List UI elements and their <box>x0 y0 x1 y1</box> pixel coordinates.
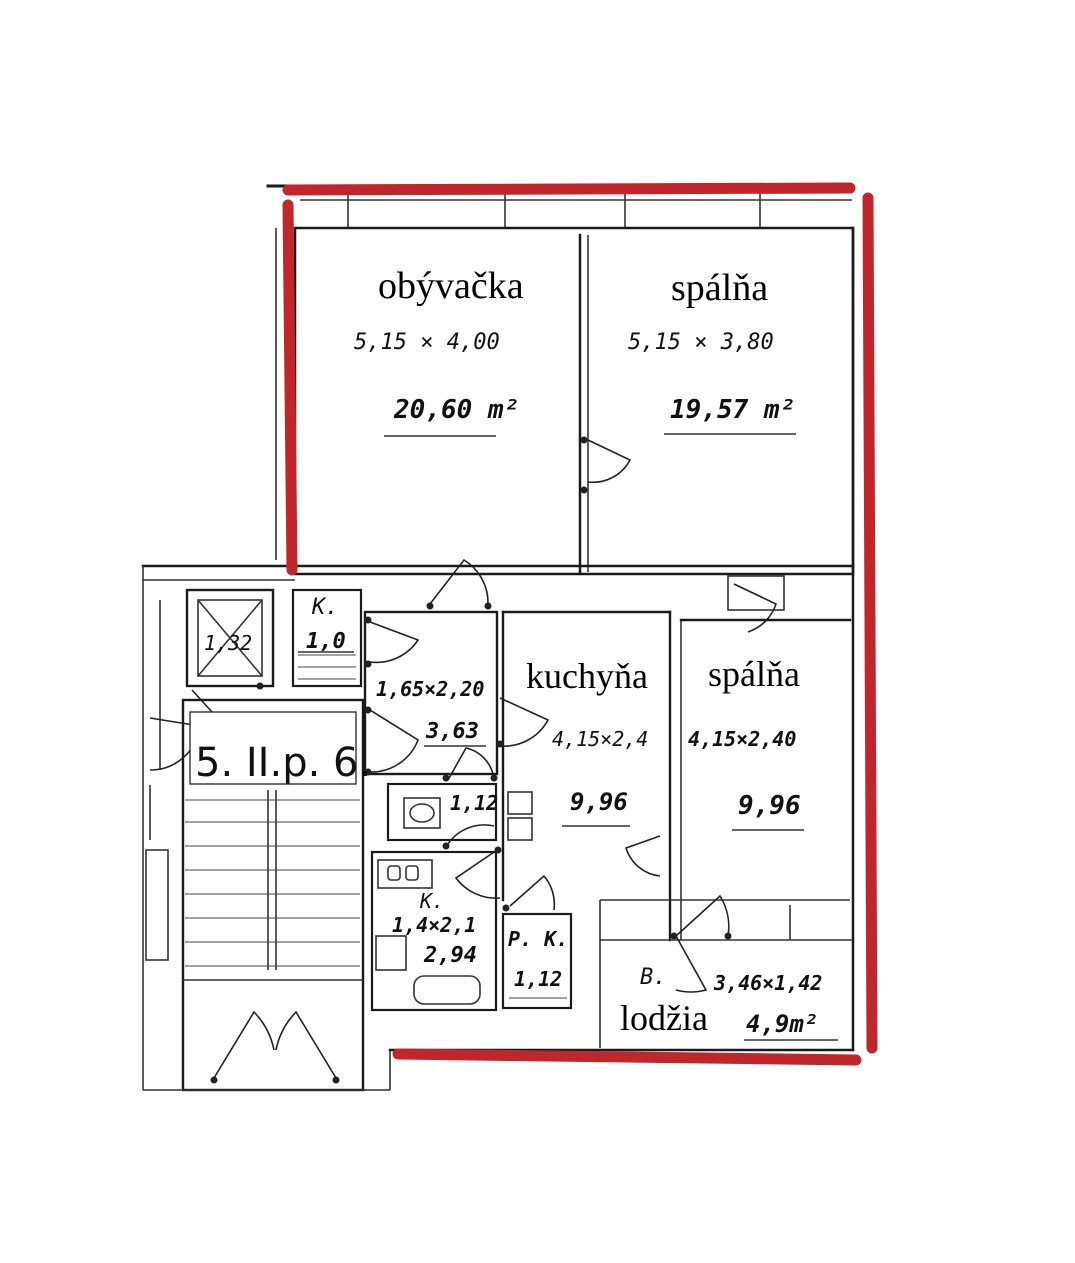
bath-area: 2,94 <box>423 943 477 968</box>
bedroom2-area: 9,96 <box>738 791 801 821</box>
bedroom1-dims: 5,15 × 3,80 <box>628 330 774 355</box>
landing-label: 5. II.p. 6. <box>195 740 371 786</box>
living-room-area: 20,60 m² <box>393 395 519 425</box>
bedroom1-name: spálňa <box>671 267 768 309</box>
loggia-dims: 3,46×1,42 <box>713 971 822 995</box>
bath-code: K. <box>419 889 444 913</box>
bedroom2-dims: 4,15×2,40 <box>688 727 796 751</box>
living-room-dims: 5,15 × 4,00 <box>354 330 500 355</box>
living-room-name: obývačka <box>378 265 524 307</box>
bedroom2-name: spálňa <box>708 654 800 694</box>
loggia-code: B. <box>640 965 667 990</box>
landing-box <box>189 711 357 785</box>
pantry-area: 1,12 <box>514 967 562 991</box>
walls <box>141 184 855 1092</box>
bedroom1-area: 19,57 m² <box>670 395 795 425</box>
kitchen-area: 9,96 <box>570 788 628 816</box>
hall-dims: 1,65×2,20 <box>376 677 484 701</box>
loggia-area: 4,9m² <box>746 1010 818 1038</box>
storage-area: 1,0 <box>306 629 346 654</box>
door-hinges <box>210 436 732 1084</box>
stair-treads <box>185 799 360 967</box>
kitchen-dims: 4,15×2,4 <box>552 727 648 751</box>
wc-area: 1,12 <box>450 791 498 815</box>
pantry-code: P. K. <box>508 927 568 951</box>
hall-area: 3,63 <box>425 719 479 744</box>
elevator-area: 1,32 <box>204 631 252 655</box>
loggia-name: lodžia <box>620 998 708 1038</box>
apartment-outline <box>282 182 878 1066</box>
storage-code: K. <box>311 595 339 620</box>
door-swings <box>149 439 777 1079</box>
kitchen-name: kuchyňa <box>526 656 648 696</box>
bath-dims: 1,4×2,1 <box>392 913 476 937</box>
